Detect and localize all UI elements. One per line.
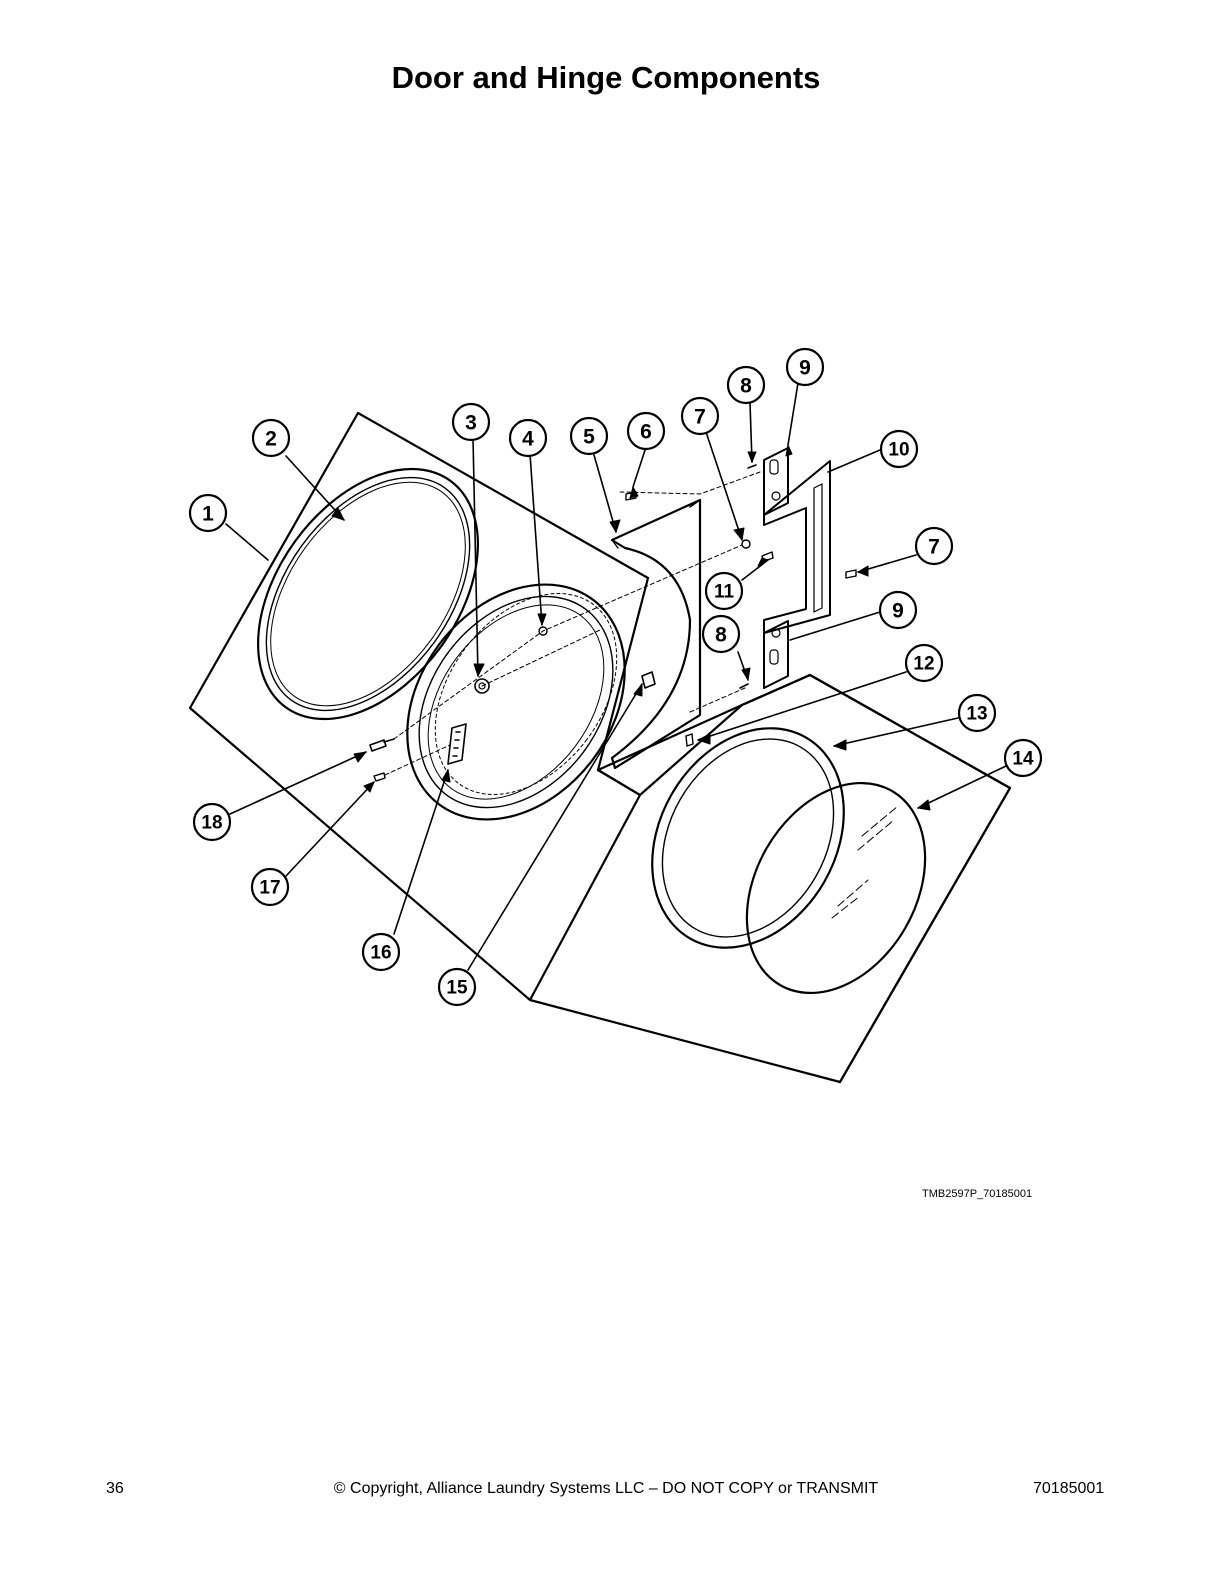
hinge-part-10 (763, 460, 831, 634)
callout-10: 10 (888, 440, 909, 461)
pin-part-8-lower (739, 683, 749, 689)
page-number: 36 (106, 1480, 124, 1497)
latch-part (641, 671, 656, 689)
callout-13: 13 (966, 704, 987, 725)
callout-9-lower: 9 (892, 600, 904, 623)
glass-gasket-part (651, 727, 845, 949)
screw-part-18 (369, 738, 395, 752)
callout-7-upper: 7 (694, 406, 706, 429)
callout-9-upper: 9 (799, 357, 811, 380)
callout-8-upper: 8 (740, 375, 752, 398)
drawing-id: TMB2597P_70185001 (922, 1188, 1033, 1200)
hinge-plate-lower (763, 620, 789, 689)
callout-6: 6 (640, 421, 652, 444)
callout-1: 1 (202, 503, 214, 526)
glass-panel-outline (596, 673, 1012, 1084)
screw-part-12 (685, 733, 694, 747)
hinge-bracket-part (610, 498, 702, 770)
pin-part-8-upper (747, 464, 757, 469)
door-handle-part (447, 723, 467, 765)
copyright-notice: © Copyright, Alliance Laundry Systems LL… (333, 1480, 879, 1497)
callout-4: 4 (522, 428, 534, 451)
callout-14: 14 (1012, 749, 1034, 770)
screw-part-7-lower (845, 569, 857, 579)
screw-part-17 (373, 772, 386, 782)
screw-part-7-upper (741, 539, 751, 549)
document-number: 70185001 (1033, 1480, 1105, 1497)
callout-12: 12 (913, 654, 934, 675)
callout-3: 3 (465, 412, 477, 435)
callout-8-lower: 8 (715, 624, 727, 647)
inner-door-ring (406, 583, 626, 821)
page-title: Door and Hinge Components (391, 60, 821, 95)
callout-15: 15 (446, 978, 468, 999)
callout-2: 2 (265, 428, 277, 451)
callout-18: 18 (201, 813, 222, 834)
callout-17: 17 (259, 878, 280, 899)
bushing-part (474, 678, 490, 694)
door-gasket-part (257, 467, 479, 721)
callout-7-right: 7 (928, 536, 940, 559)
callout-5: 5 (583, 426, 595, 449)
door-glass-part (745, 781, 927, 995)
callout-16: 16 (370, 943, 391, 964)
hinge-plate-upper (763, 447, 789, 516)
callout-11: 11 (714, 582, 735, 603)
screw-part-4 (538, 626, 548, 636)
